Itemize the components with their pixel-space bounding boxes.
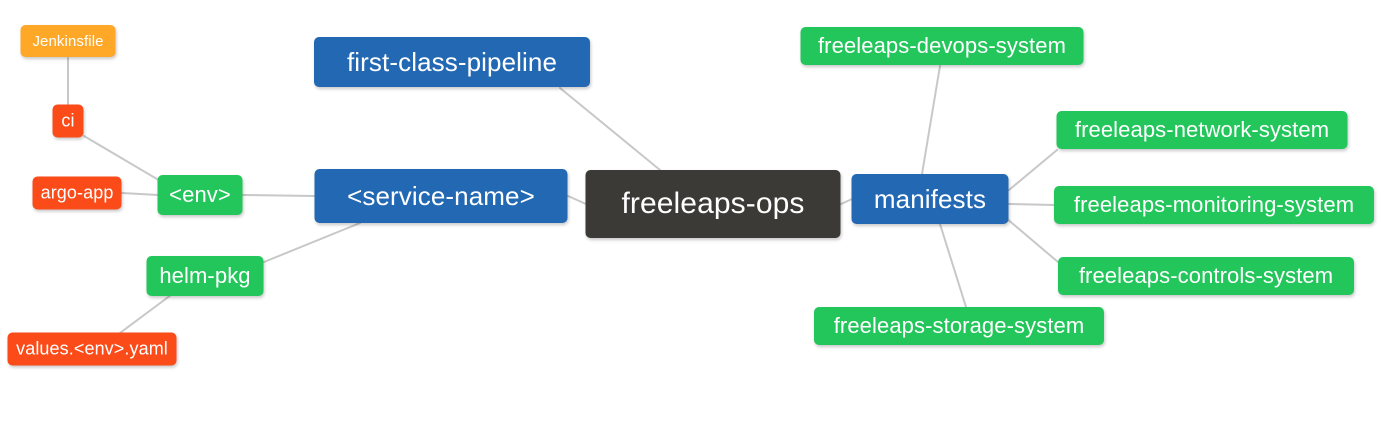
edge-manifests-to-monitoring: [1008, 203, 1055, 206]
edge-root-to-manifests: [840, 198, 853, 205]
edge-manifests-to-controls: [1005, 217, 1059, 263]
mindmap-node-root[interactable]: freeleaps-ops: [585, 170, 841, 238]
mindmap-node-devops[interactable]: freeleaps-devops-system: [800, 27, 1084, 65]
mindmap-node-monitoring[interactable]: freeleaps-monitoring-system: [1054, 186, 1374, 224]
edge-manifests-to-devops: [921, 65, 941, 175]
mindmap-node-ci[interactable]: ci: [52, 104, 84, 138]
mindmap-node-env[interactable]: <env>: [157, 175, 243, 215]
mindmap-node-helmpkg[interactable]: helm-pkg: [146, 256, 264, 296]
edge-manifests-to-storage: [939, 223, 967, 308]
mindmap-node-valuesyaml[interactable]: values.<env>.yaml: [7, 332, 177, 366]
mindmap-node-storage[interactable]: freeleaps-storage-system: [814, 307, 1104, 345]
mindmap-node-network[interactable]: freeleaps-network-system: [1056, 111, 1348, 149]
mindmap-node-pipeline[interactable]: first-class-pipeline: [314, 37, 590, 87]
edge-service-to-env: [242, 194, 315, 197]
mindmap-node-argoapp[interactable]: argo-app: [32, 176, 122, 210]
edge-helmpkg-to-valuesyaml: [119, 291, 176, 334]
edge-env-to-argoapp: [121, 192, 159, 196]
edge-service-to-helmpkg: [263, 222, 361, 263]
mindmap-node-manifests[interactable]: manifests: [851, 174, 1009, 224]
mindmap-node-controls[interactable]: freeleaps-controls-system: [1058, 257, 1354, 295]
mindmap-node-jenkins[interactable]: Jenkinsfile: [20, 25, 116, 57]
edge-root-to-service: [567, 195, 587, 205]
edge-env-to-ci: [83, 135, 163, 183]
edge-root-to-pipeline: [559, 87, 661, 171]
mindmap-node-service[interactable]: <service-name>: [314, 169, 568, 223]
edge-manifests-to-network: [1008, 149, 1058, 191]
